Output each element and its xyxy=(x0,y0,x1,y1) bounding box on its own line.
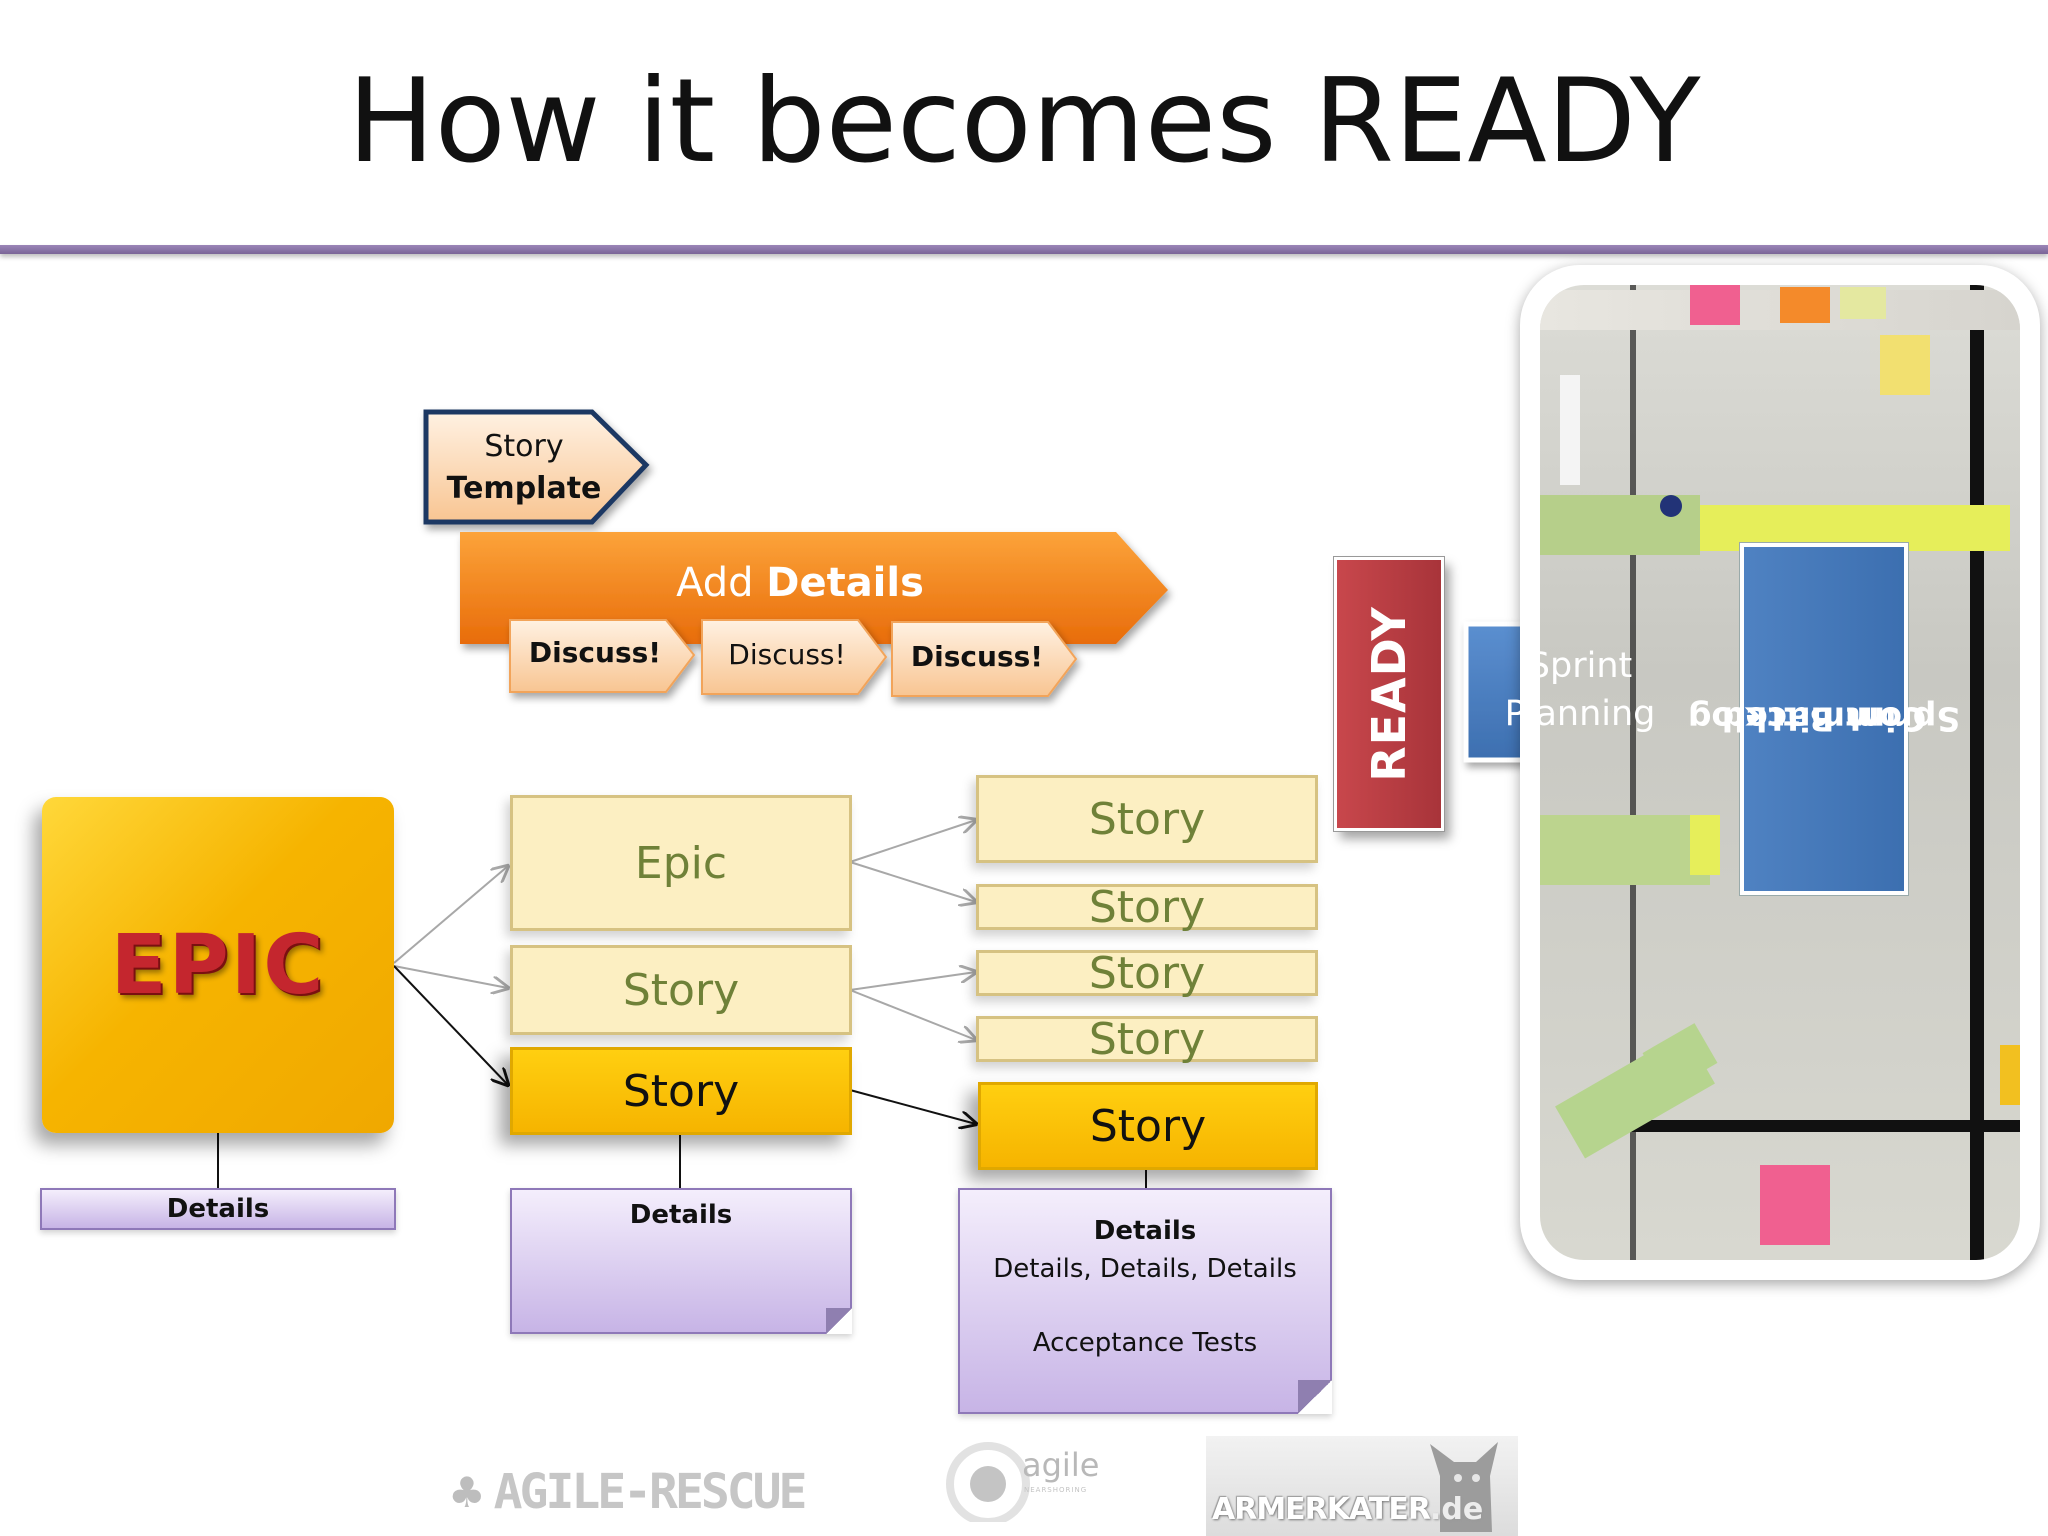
arrow-epic2-to-story1 xyxy=(849,820,976,863)
committed-sprint-backlog: Committed Sprint Backlog xyxy=(1688,543,1960,895)
column3-story-2-label: Story xyxy=(1088,881,1206,933)
note-fold-corner xyxy=(826,1308,852,1334)
arrow-epic2-to-story2 xyxy=(849,861,976,902)
column3-details-title: Details xyxy=(1093,1216,1197,1246)
column3-story-4-label: Story xyxy=(1088,1013,1206,1065)
ready-label: READY xyxy=(1362,606,1416,782)
armerkater-tld: .de xyxy=(1429,1492,1484,1527)
agile-nearshoring-text: agile xyxy=(1022,1446,1100,1484)
title-divider xyxy=(0,245,2048,254)
story-template-label: Story Template xyxy=(426,426,622,510)
column3-story-1-label: Story xyxy=(1088,793,1206,845)
board-photo xyxy=(1520,265,2040,1280)
sprint-planning-label: Sprint Planning xyxy=(1466,642,1694,738)
arrow-epic-to-story xyxy=(393,965,508,988)
column2-story-selected: Story xyxy=(510,1047,852,1135)
ready-box: READY xyxy=(1333,556,1445,832)
sprint-planning-line1: Sprint xyxy=(1527,646,1633,686)
arrow-selected-to-selected xyxy=(849,1089,976,1124)
discuss-chevron-1 xyxy=(509,619,696,693)
board-photo-image xyxy=(1540,285,2020,1260)
column2-story: Story xyxy=(510,945,852,1035)
agile-nearshoring-subtext: NEARSHORING xyxy=(1024,1486,1088,1494)
column3-details-line: Details, Details, Details xyxy=(993,1254,1297,1284)
discuss-chevron-3 xyxy=(891,621,1078,697)
club-icon: ♣ xyxy=(448,1467,486,1517)
slide-title: How it becomes READY xyxy=(347,54,1701,189)
column2-epic: Epic xyxy=(510,795,852,931)
column3-acceptance: Acceptance Tests xyxy=(1032,1328,1258,1358)
column2-epic-label: Epic xyxy=(634,837,728,889)
add-details-chevron xyxy=(460,532,1168,644)
epic-label: EPIC xyxy=(110,917,326,1013)
add-details-bold: Details xyxy=(766,560,924,606)
agile-nearshoring-logo: agile NEARSHORING xyxy=(928,1432,1100,1526)
epic-block: EPIC xyxy=(42,797,394,1133)
column3-story-4: Story xyxy=(976,1013,1318,1065)
armerkater-text: ARMERKATER xyxy=(1212,1492,1431,1527)
add-details-prefix: Add xyxy=(676,560,767,606)
note-fold-corner xyxy=(1298,1380,1332,1414)
column3-details-note: Details Details, Details, Details Accept… xyxy=(958,1188,1332,1414)
column2-story-selected-label: Story xyxy=(622,1065,740,1117)
agile-rescue-logo: ♣ AGILE-RESCUE xyxy=(448,1462,808,1522)
arrow-story2-to-story3 xyxy=(849,972,976,991)
discuss-label-1: Discuss! xyxy=(528,636,662,669)
story-template-line2: Template xyxy=(446,471,602,506)
cat-icon xyxy=(1430,1442,1498,1532)
column2-details-label: Details xyxy=(629,1200,733,1230)
add-details-label: Add Details xyxy=(620,560,980,606)
story-template-line1: Story xyxy=(484,429,564,464)
arrow-epic-to-epic xyxy=(393,866,508,964)
epic-details-note: Details xyxy=(40,1188,396,1230)
discuss-chevron-2 xyxy=(701,619,888,695)
column3-story-3: Story xyxy=(976,947,1318,999)
discuss-label-3: Discuss! xyxy=(910,640,1044,673)
column2-details-note: Details xyxy=(510,1188,852,1334)
agile-rescue-text: AGILE-RESCUE xyxy=(493,1464,808,1520)
armerkater-logo: ARMERKATER .de xyxy=(1206,1436,1518,1536)
armerkater-wordmark: ARMERKATER .de xyxy=(1212,1492,1483,1527)
column3-story-2: Story xyxy=(976,881,1318,933)
arrow-story2-to-story4 xyxy=(849,989,976,1040)
arrow-epic-to-story-selected xyxy=(393,965,508,1085)
epic-details-label: Details xyxy=(166,1194,270,1224)
sprint-planning-line2: Planning xyxy=(1504,694,1656,734)
column3-story-selected-label: Story xyxy=(1089,1100,1207,1152)
discuss-label-2: Discuss! xyxy=(728,638,846,671)
column3-story-1: Story xyxy=(976,775,1318,863)
committed-line2: Sprint Backlog xyxy=(1687,699,1961,739)
column3-story-selected: Story xyxy=(978,1082,1318,1170)
column3-story-3-label: Story xyxy=(1088,947,1206,999)
story-template-arrow xyxy=(423,409,650,525)
column2-story-label: Story xyxy=(622,964,740,1016)
